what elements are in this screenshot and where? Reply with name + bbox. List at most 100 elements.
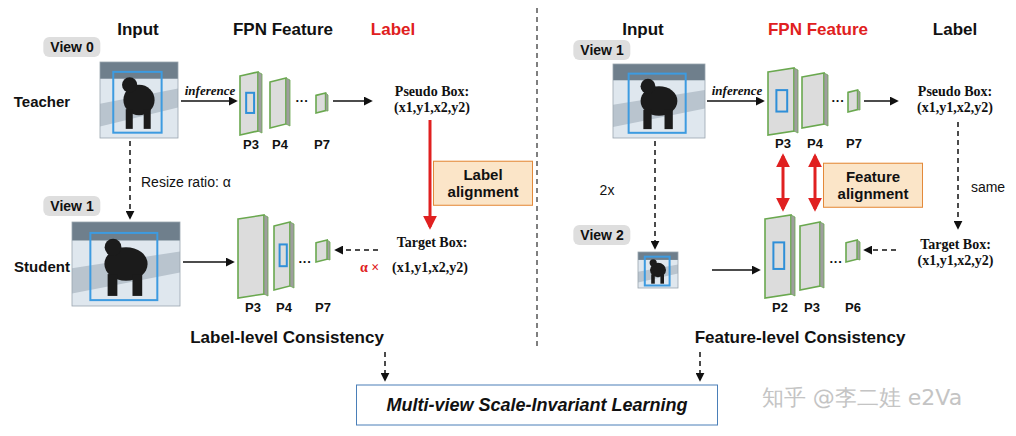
feature-map [765, 215, 795, 298]
view-tag: View 1 [573, 40, 630, 60]
feature-map-face [274, 222, 290, 290]
box-label: Pseudo Box: (x1,y1,x2,y2) [898, 84, 1013, 116]
feature-map-face [238, 215, 264, 298]
level-label: P3 [245, 300, 261, 315]
row-label: Teacher [14, 93, 70, 110]
level-label: P7 [846, 136, 862, 151]
feature-map-side [791, 215, 795, 296]
figure-leg [665, 110, 673, 129]
alignment-box: Label alignment [433, 161, 533, 206]
arrow [864, 100, 897, 102]
feature-map-face [240, 72, 258, 135]
figure-leg [651, 274, 655, 283]
ellipsis: ··· [830, 254, 843, 269]
photo-illustration [638, 252, 678, 288]
arrow [183, 261, 233, 263]
feature-region [246, 93, 254, 113]
feature-map-side [857, 240, 860, 260]
photo-frame [100, 62, 178, 138]
snow-ground [613, 64, 705, 138]
arrow [333, 100, 371, 102]
photo-illustration [72, 222, 180, 306]
arrow-label: inference [185, 83, 236, 99]
arrow [707, 100, 763, 102]
photo-frame [72, 222, 180, 306]
arrow [181, 100, 236, 102]
feature-map-face [846, 240, 857, 262]
divider-line [536, 8, 538, 350]
feature-map-side [327, 240, 330, 260]
feature-map-face [802, 73, 824, 128]
bounding-box [629, 74, 686, 133]
row-label: Student [14, 258, 70, 275]
method-box: Multi-view Scale-Invariant Learning [356, 385, 718, 426]
figure-leg [126, 109, 133, 129]
feature-map [274, 222, 294, 290]
tree-line [72, 222, 180, 240]
ellipsis: ··· [299, 254, 312, 269]
alignment-box: Feature alignment [823, 163, 923, 208]
feature-map-side [286, 78, 290, 126]
figure-leg [660, 274, 664, 283]
snow-ground [72, 222, 180, 306]
arrow [865, 249, 896, 251]
level-label: P3 [804, 300, 820, 315]
figure-leg [144, 109, 151, 129]
feature-region [773, 242, 784, 269]
feature-map [270, 78, 290, 128]
node-text: View 1 [50, 198, 93, 214]
level-label: P4 [276, 300, 292, 315]
node-text: Label alignment [441, 166, 525, 201]
level-label: P3 [243, 137, 259, 152]
feature-map-side [264, 215, 268, 296]
feature-map-side [820, 222, 824, 288]
alignment-arrow [782, 156, 785, 209]
feature-map-face [800, 222, 820, 290]
figure-head [105, 239, 122, 256]
photo-frame [613, 64, 705, 138]
alignment-arrow [814, 156, 817, 209]
feature-map-face [848, 90, 858, 112]
box-label: Target Box: (x1,y1,x2,y2) [898, 237, 1013, 269]
level-label: P6 [845, 300, 861, 315]
section-caption: Label-level Consistency [190, 328, 384, 348]
figure-head [650, 259, 657, 266]
column-header: Label [933, 20, 977, 40]
feature-map-side [858, 90, 860, 110]
node-text: Multi-view Scale-Invariant Learning [373, 395, 701, 416]
feature-map [240, 72, 262, 135]
figure-leg [132, 274, 142, 296]
arrow [699, 352, 701, 380]
box-label: Pseudo Box: (x1,y1,x2,y2) [375, 84, 490, 116]
column-header: Label [371, 20, 415, 40]
node-text: View 2 [580, 227, 623, 243]
bounding-box [113, 72, 161, 133]
bounding-box [645, 257, 670, 286]
feature-map-side [824, 73, 828, 126]
arrow [129, 141, 131, 218]
arrow-label: same [971, 179, 1005, 195]
feature-map-face [270, 78, 286, 128]
snow-ground [638, 252, 678, 288]
figure-leg [108, 274, 118, 296]
arrow-label: Resize ratio: α [141, 174, 231, 190]
arrow [957, 122, 959, 228]
node-text: View 1 [580, 42, 623, 58]
feature-region [776, 90, 787, 111]
feature-map [316, 240, 330, 262]
tree-line [100, 62, 178, 79]
alignment-arrow [429, 120, 432, 227]
feature-map-side [794, 68, 798, 133]
feature-map-face [316, 93, 326, 113]
ellipsis: ··· [296, 93, 309, 108]
feature-map-face [768, 68, 794, 135]
arrow [384, 352, 386, 380]
feature-map [800, 222, 824, 290]
column-header: Input [622, 20, 664, 40]
section-caption: Feature-level Consistency [695, 328, 906, 348]
level-label: P2 [772, 300, 788, 315]
view-tag: View 2 [573, 225, 630, 245]
arrow [336, 249, 378, 251]
feature-map-side [258, 72, 262, 133]
feature-map-side [326, 93, 328, 111]
